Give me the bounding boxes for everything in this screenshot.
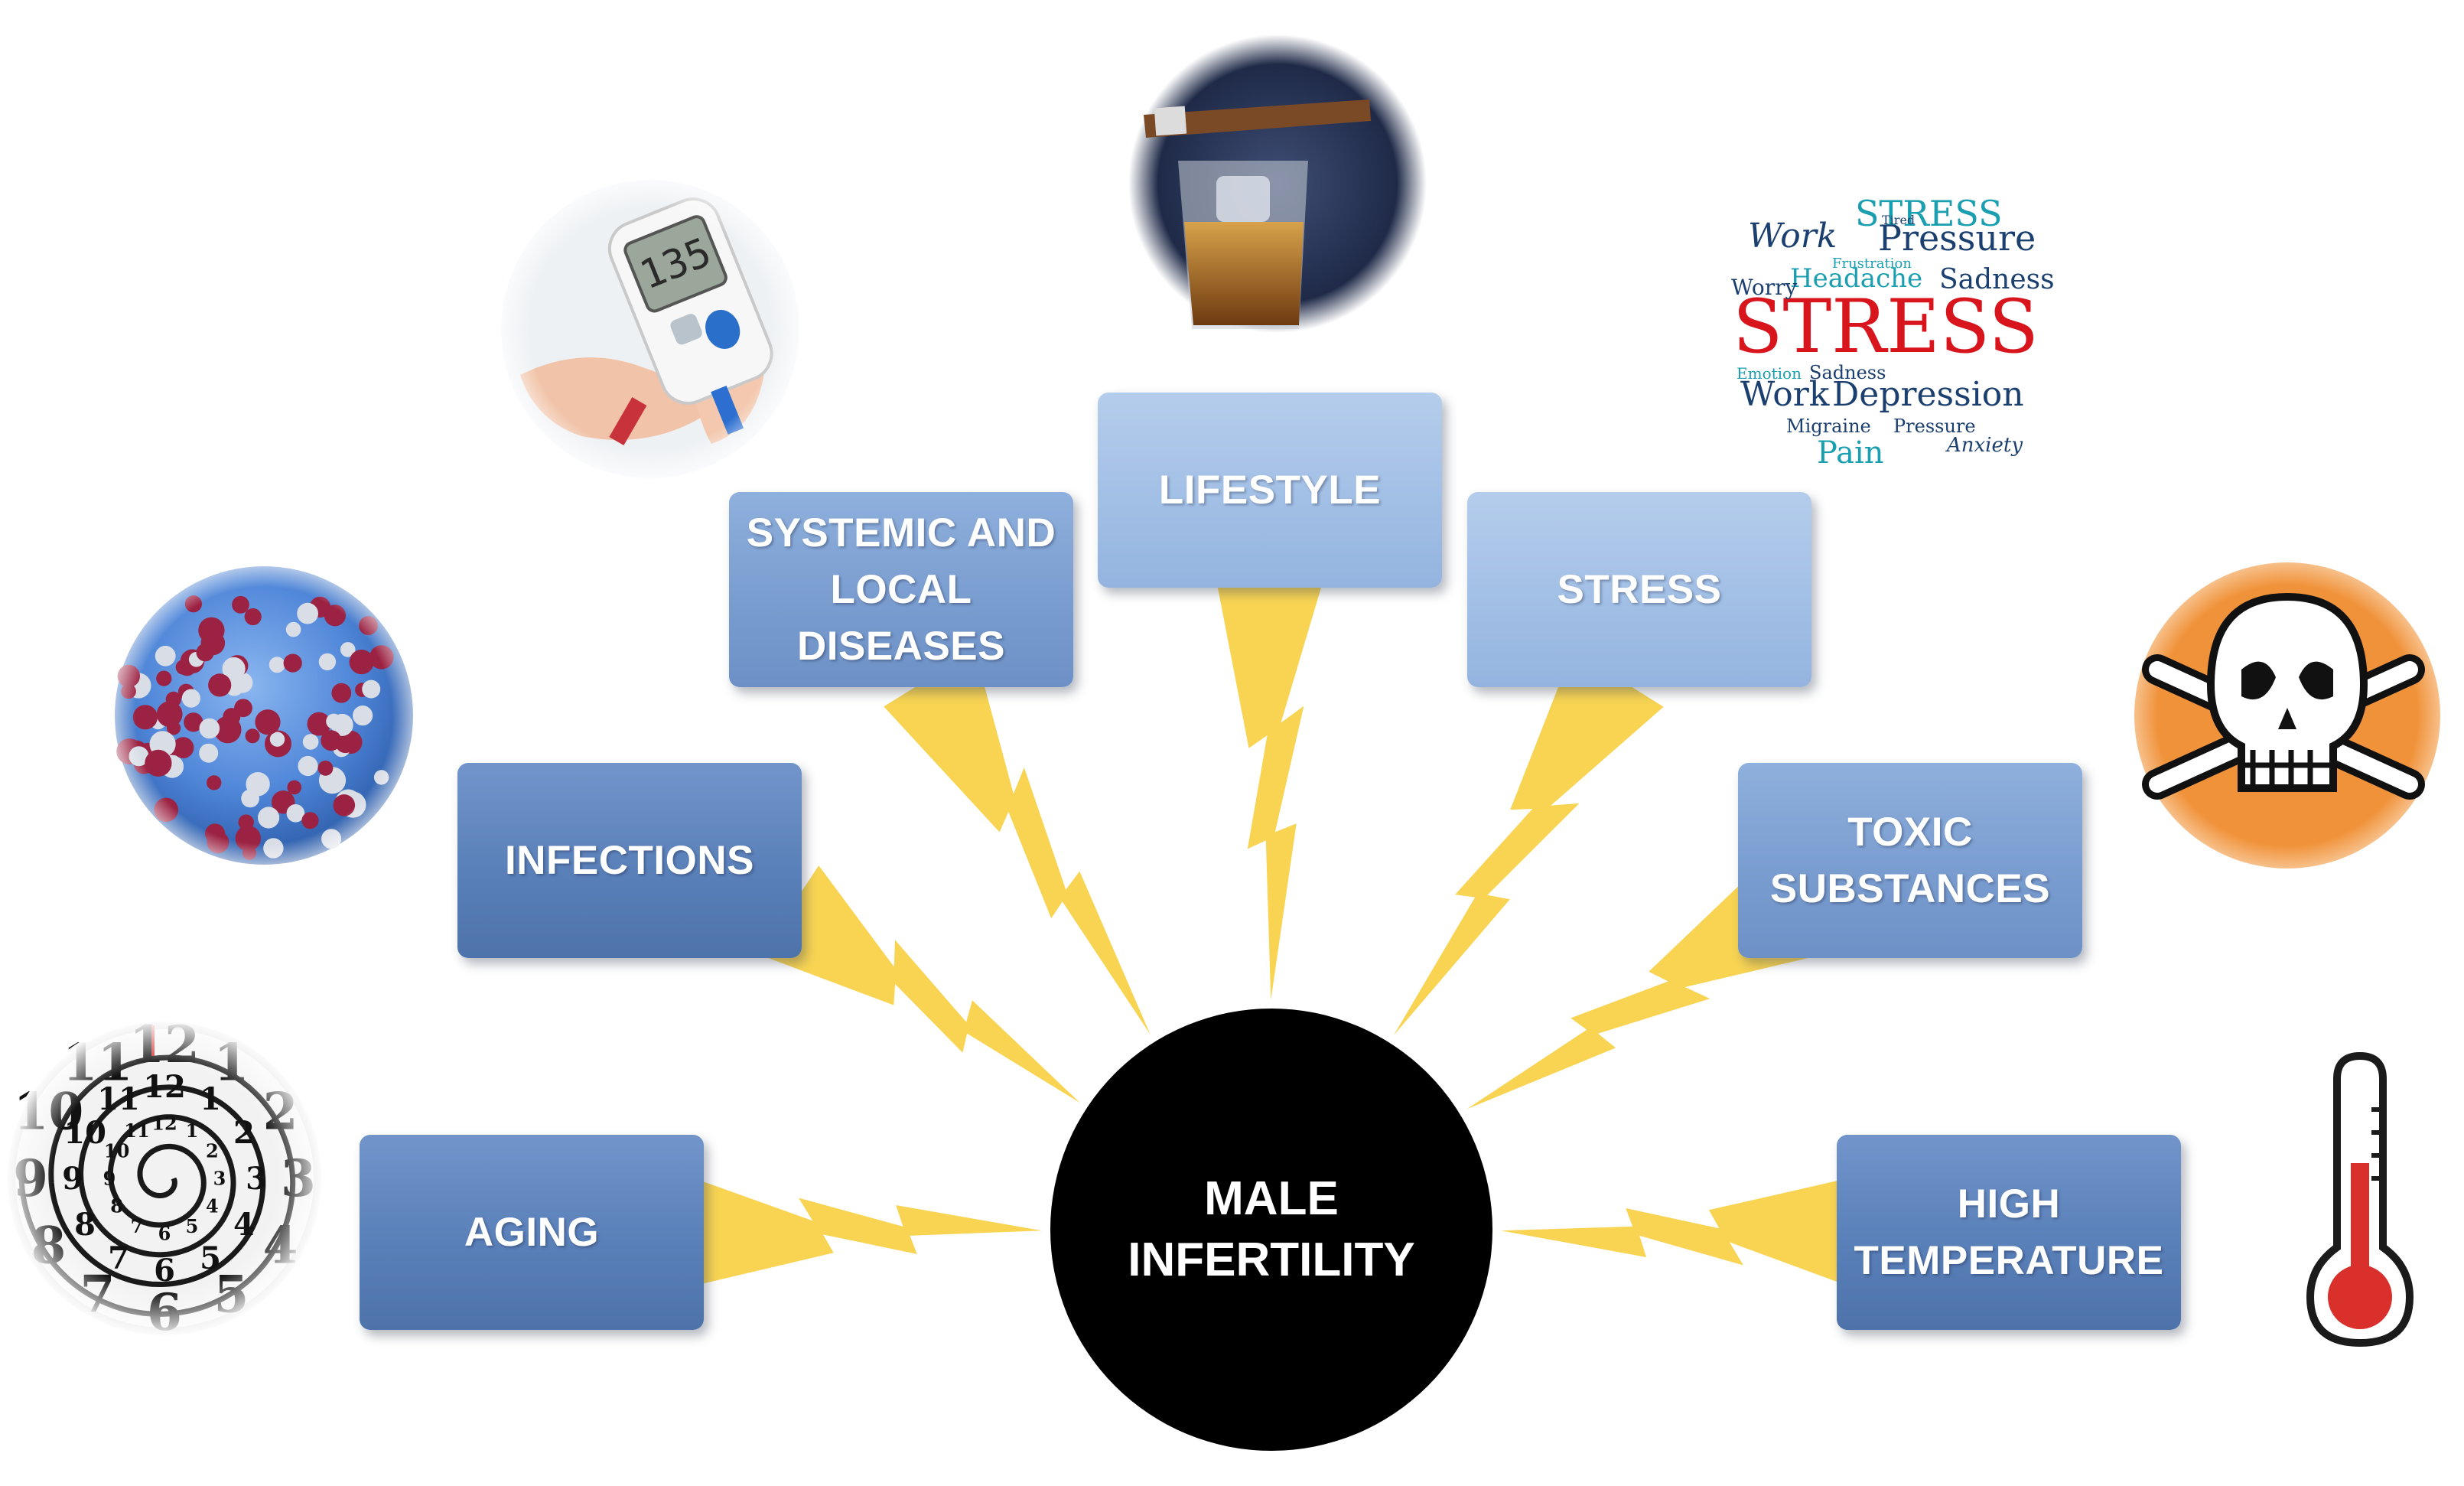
lightning-bolt-stress	[1393, 650, 1664, 1036]
cloud-word-work: Work	[1748, 217, 1837, 256]
glucose-meter-icon: 135	[490, 176, 811, 482]
center-label: MALE INFERTILITY	[1128, 1172, 1415, 1286]
factor-box-aging: AGING	[360, 1135, 704, 1330]
virus-icon	[99, 551, 428, 880]
factor-label-aging: AGING	[464, 1209, 600, 1255]
lightning-bolt-lifestyle	[1216, 579, 1323, 1000]
factor-box-stress: STRESS	[1467, 492, 1811, 687]
cloud-word-frustration: Frustration	[1832, 256, 1912, 272]
lightning-bolt-toxic	[1466, 865, 1818, 1110]
cigar-whiskey-icon	[1128, 34, 1427, 333]
stress-word-cloud-icon: STRESS Work Pressure Headache Sadness ST…	[1721, 153, 2058, 490]
factor-label-lifestyle: LIFESTYLE	[1158, 467, 1382, 513]
cloud-word-tired: Tired	[1882, 213, 1915, 227]
cloud-word-stress-top: STRESS	[1855, 193, 2003, 234]
factor-label-infections: INFECTIONS	[505, 837, 754, 883]
cloud-word-anxiety: Anxiety	[1945, 434, 2023, 457]
cloud-word-worry: Worry	[1731, 275, 1798, 300]
cloud-word-migraine: Migraine	[1786, 415, 1871, 437]
center-circle-male-infertility: MALE INFERTILITY	[1050, 1009, 1492, 1451]
cloud-word-emotion: Emotion	[1737, 364, 1802, 383]
cloud-word-depression: Depression	[1832, 375, 2024, 414]
clock-spiral-icon: 1212345678910111212345678910111212345678…	[4, 1018, 325, 1339]
lightning-bolt-temperature	[1501, 1178, 1848, 1286]
skull-crossbones-icon	[2134, 562, 2440, 868]
cloud-word-headache: Headache	[1790, 263, 1922, 294]
factor-box-systemic-local-diseases: SYSTEMIC AND LOCAL DISEASES	[729, 492, 1073, 687]
cloud-word-pain: Pain	[1817, 435, 1884, 471]
lightning-bolt-aging	[694, 1178, 1042, 1286]
cloud-word-pressure-small: Pressure	[1893, 415, 1976, 437]
cloud-word-sadness: Sadness	[1939, 264, 2055, 295]
cloud-word-work-2: Work	[1740, 375, 1830, 414]
thermometer-icon	[2306, 1051, 2414, 1348]
lightning-bolt-infections	[760, 865, 1080, 1103]
factor-box-infections: INFECTIONS	[457, 763, 802, 958]
factor-box-lifestyle: LIFESTYLE	[1098, 393, 1442, 588]
factor-box-toxic-substances: TOXIC SUBSTANCES	[1738, 763, 2082, 958]
factor-label-systemic-local-diseases: SYSTEMIC AND LOCAL DISEASES	[746, 510, 1056, 669]
factor-label-high-temperature: HIGH TEMPERATURE	[1854, 1181, 2164, 1283]
cloud-word-sadness-small: Sadness	[1809, 362, 1886, 383]
factor-box-high-temperature: HIGH TEMPERATURE	[1837, 1135, 2181, 1330]
factor-label-stress: STRESS	[1557, 566, 1722, 612]
cloud-word-pressure: Pressure	[1878, 217, 2036, 259]
cloud-word-stress-main: STRESS	[1733, 284, 2039, 370]
factor-label-toxic-substances: TOXIC SUBSTANCES	[1769, 809, 2051, 911]
lightning-bolt-systemic	[884, 650, 1151, 1035]
